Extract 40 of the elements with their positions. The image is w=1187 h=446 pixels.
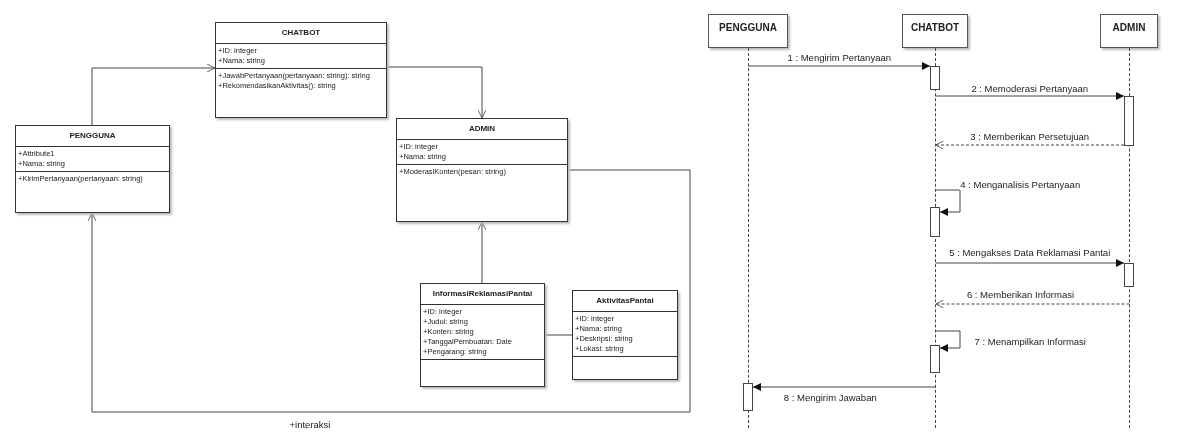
activation-bar [1124,96,1134,146]
class-box [572,290,678,380]
arrow [935,189,961,216]
lifeline-name: PENGGUNA [718,22,778,33]
lifeline-header [1100,14,1158,48]
class-box [215,22,387,118]
activation-bar [743,383,753,411]
arrow [935,330,961,352]
edge-label: +interaksi [288,418,332,430]
activation-bar [930,66,940,90]
arrow [935,92,1125,100]
lifeline [935,48,936,428]
edge-label: 3 : Memberikan Persetujuan [969,130,1091,142]
activation-bar [1124,263,1134,287]
edge-label: 7 : Menampilkan Informasi [973,335,1087,347]
edge-label: 5 : Mengakses Data Reklamasi Pantai [948,246,1112,258]
lifeline [748,48,749,428]
lifeline [1129,48,1130,428]
lifeline-name: ADMIN [1111,22,1147,33]
edge-label: 8 : Mengirim Jawaban [782,391,878,403]
class-name: ADMIN [467,124,497,134]
edge-label: 6 : Memberikan Informasi [965,288,1076,300]
lifeline-header [902,14,968,48]
edge-label: 1 : Mengirim Pertanyaan [786,51,892,63]
lifeline-name: CHATBOT [909,22,961,33]
class-name: CHATBOT [280,28,322,38]
class-box [15,125,170,213]
class-box [396,118,568,222]
activation-bar [930,207,940,237]
lifeline-header [708,14,788,48]
edge-label: 2 : Memoderasi Pertanyaan [970,82,1090,94]
class-name: InformasiReklamasiPantai [431,289,534,299]
class-name: AktivitasPantai [595,296,655,306]
class-name: PENGGUNA [68,131,117,141]
class-box [420,283,545,387]
activation-bar [930,345,940,373]
edge-label: 4 : Menganalisis Pertanyaan [959,178,1082,190]
arrow [752,383,936,391]
arrow [748,62,931,70]
arrow [935,259,1125,267]
